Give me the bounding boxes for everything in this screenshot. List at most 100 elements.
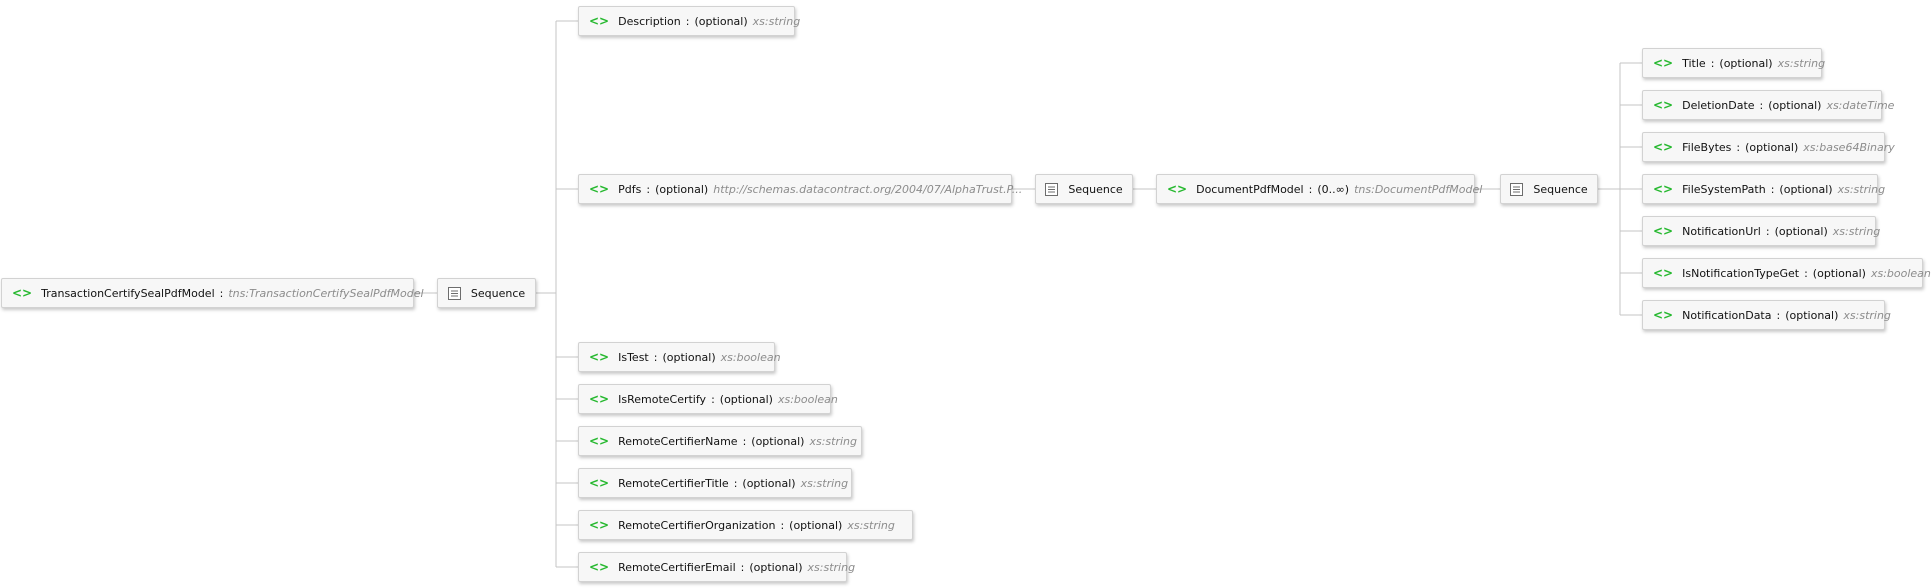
occurrence: (optional) — [1785, 308, 1839, 322]
node-remotecertifieremail[interactable]: <> RemoteCertifierEmail : (optional) xs:… — [578, 552, 855, 582]
occurrence: (optional) — [694, 14, 748, 28]
element-name: RemoteCertifierName — [618, 434, 738, 448]
node-filebytes[interactable]: <> FileBytes : (optional) xs:base64Binar… — [1642, 132, 1895, 162]
node-description[interactable]: <> Description : (optional) xs:string — [578, 6, 800, 36]
element-name: FileBytes — [1682, 140, 1732, 154]
element-name: DeletionDate — [1682, 98, 1755, 112]
node-remotecertifiername[interactable]: <> RemoteCertifierName : (optional) xs:s… — [578, 426, 862, 456]
sequence-node-document[interactable]: Sequence — [1500, 174, 1598, 204]
occurrence: (optional) — [1779, 182, 1833, 196]
element-name: DocumentPdfModel — [1196, 182, 1304, 196]
element-name: RemoteCertifierTitle — [618, 476, 729, 490]
sequence-icon — [447, 286, 461, 300]
element-tag-icon: <> — [1653, 308, 1674, 322]
separator: : — [1759, 98, 1764, 112]
separator: : — [1308, 182, 1313, 196]
element-type: xs:string — [1837, 182, 1886, 196]
node-notificationdata[interactable]: <> NotificationData : (optional) xs:stri… — [1642, 300, 1891, 330]
occurrence: (optional) — [1745, 140, 1799, 154]
occurrence: (optional) — [1774, 224, 1828, 238]
element-name: IsRemoteCertify — [618, 392, 707, 406]
separator: : — [733, 476, 738, 490]
element-type: xs:string — [752, 14, 801, 28]
node-istest[interactable]: <> IsTest : (optional) xs:boolean — [578, 342, 781, 372]
element-name: NotificationUrl — [1682, 224, 1761, 238]
separator: : — [646, 182, 651, 196]
occurrence: (optional) — [751, 434, 805, 448]
element-type: tns:DocumentPdfModel — [1354, 182, 1483, 196]
sequence-node-root[interactable]: Sequence — [437, 278, 536, 308]
occurrence: (optional) — [662, 350, 716, 364]
element-tag-icon: <> — [1653, 266, 1674, 280]
node-isremotecertify[interactable]: <> IsRemoteCertify : (optional) xs:boole… — [578, 384, 838, 414]
sequence-icon — [1510, 182, 1524, 196]
element-tag-icon: <> — [589, 560, 610, 574]
separator: : — [685, 14, 690, 28]
element-tag-icon: <> — [589, 350, 610, 364]
element-name: IsNotificationTypeGet — [1682, 266, 1800, 280]
separator: : — [780, 518, 785, 532]
element-tag-icon: <> — [1167, 182, 1188, 196]
separator: : — [1765, 224, 1770, 238]
separator: : — [653, 350, 658, 364]
element-type: xs:boolean — [720, 350, 781, 364]
element-type: xs:string — [809, 434, 857, 448]
node-root[interactable]: <> TransactionCertifySealPdfModel : tns:… — [1, 278, 424, 308]
sequence-label: Sequence — [470, 286, 526, 300]
separator: : — [219, 286, 224, 300]
element-name: TransactionCertifySealPdfModel — [41, 286, 215, 300]
node-title[interactable]: <> Title : (optional) xs:string — [1642, 48, 1825, 78]
element-type: http://schemas.datacontract.org/2004/07/… — [713, 182, 1023, 196]
occurrence: (optional) — [1768, 98, 1822, 112]
occurrence: (optional) — [742, 476, 796, 490]
occurrence: (optional) — [789, 518, 843, 532]
element-tag-icon: <> — [1653, 56, 1674, 70]
element-type: tns:TransactionCertifySealPdfModel — [228, 286, 424, 300]
element-type: xs:string — [800, 476, 849, 490]
element-tag-icon: <> — [1653, 224, 1674, 238]
separator: : — [1710, 56, 1715, 70]
separator: : — [1770, 182, 1775, 196]
occurrence: (optional) — [1719, 56, 1773, 70]
sequence-node-pdfs[interactable]: Sequence — [1035, 174, 1133, 204]
separator: : — [1736, 140, 1741, 154]
node-deletiondate[interactable]: <> DeletionDate : (optional) xs:dateTime — [1642, 90, 1894, 120]
element-tag-icon: <> — [1653, 98, 1674, 112]
node-isnotificationtypeget[interactable]: <> IsNotificationTypeGet : (optional) xs… — [1642, 258, 1931, 288]
occurrence: (optional) — [749, 560, 803, 574]
element-tag-icon: <> — [12, 286, 33, 300]
occurrence: (optional) — [719, 392, 773, 406]
separator: : — [1776, 308, 1781, 322]
element-type: xs:boolean — [1870, 266, 1931, 280]
element-name: NotificationData — [1682, 308, 1772, 322]
node-pdfs[interactable]: <> Pdfs : (optional) http://schemas.data… — [578, 174, 1022, 204]
element-type: xs:string — [807, 560, 856, 574]
element-name: RemoteCertifierOrganization — [618, 518, 776, 532]
sequence-label: Sequence — [1068, 182, 1123, 196]
element-tag-icon: <> — [589, 518, 610, 532]
element-tag-icon: <> — [589, 434, 610, 448]
occurrence: (optional) — [655, 182, 709, 196]
node-remotecertifierorganization[interactable]: <> RemoteCertifierOrganization : (option… — [578, 510, 913, 540]
element-tag-icon: <> — [589, 392, 610, 406]
node-notificationurl[interactable]: <> NotificationUrl : (optional) xs:strin… — [1642, 216, 1880, 246]
node-filesystempath[interactable]: <> FileSystemPath : (optional) xs:string — [1642, 174, 1885, 204]
element-tag-icon: <> — [589, 14, 610, 28]
element-type: xs:string — [847, 518, 895, 532]
element-type: xs:boolean — [777, 392, 838, 406]
sequence-icon — [1045, 182, 1059, 196]
separator: : — [711, 392, 715, 406]
element-name: Description — [618, 14, 681, 28]
node-remotecertifiertitle[interactable]: <> RemoteCertifierTitle : (optional) xs:… — [578, 468, 852, 498]
occurrence: (0..∞) — [1317, 182, 1350, 196]
separator: : — [1804, 266, 1808, 280]
element-tag-icon: <> — [1653, 182, 1674, 196]
element-type: xs:dateTime — [1826, 98, 1895, 112]
sequence-label: Sequence — [1533, 182, 1588, 196]
node-documentpdfmodel[interactable]: <> DocumentPdfModel : (0..∞) tns:Documen… — [1156, 174, 1482, 204]
element-type: xs:string — [1832, 224, 1881, 238]
element-type: xs:string — [1843, 308, 1891, 322]
element-name: IsTest — [618, 350, 649, 364]
element-tag-icon: <> — [1653, 140, 1674, 154]
element-tag-icon: <> — [589, 476, 610, 490]
